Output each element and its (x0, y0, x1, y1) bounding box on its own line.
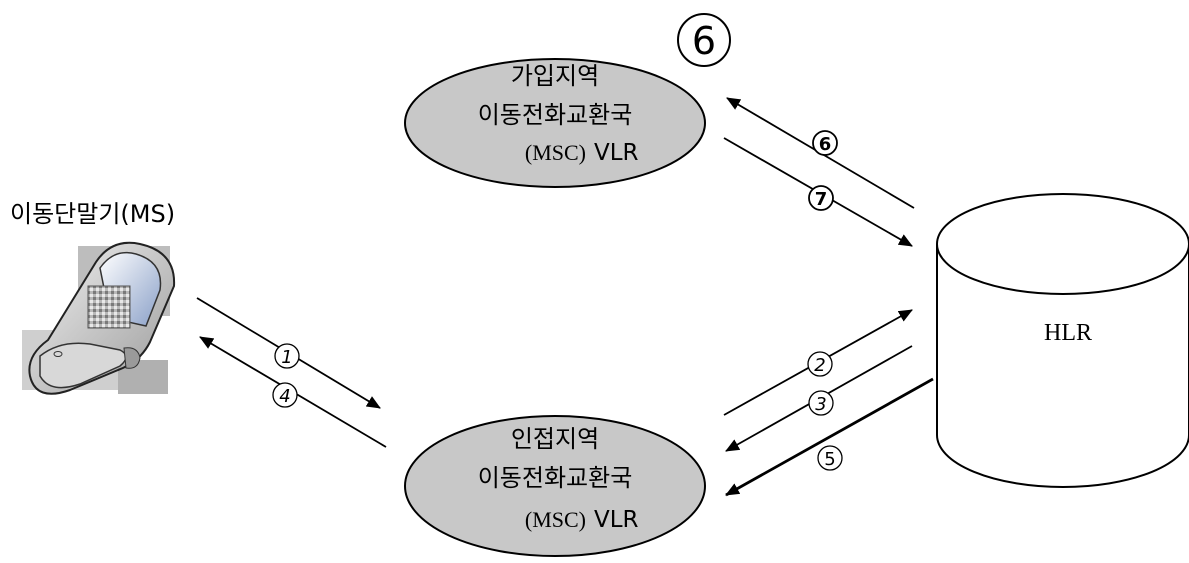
home-msc-node: 가입지역 이동전화교환국 (MSC) VLR (404, 58, 706, 188)
step-3-number: 3 (815, 394, 826, 415)
home-msc-line3-msc: (MSC) (525, 140, 586, 165)
visited-msc-node: 인접지역 이동전화교환국 (MSC) VLR (404, 415, 706, 557)
step-4-label: 4 (272, 382, 298, 408)
step-6-number: 6 (819, 134, 832, 155)
step-3-label: 3 (808, 390, 834, 416)
visited-msc-line1: 인접지역 (511, 425, 599, 453)
visited-msc-line3-msc: (MSC) (525, 507, 586, 532)
step-6-label: 6 (812, 130, 838, 156)
step-7-number: 7 (815, 189, 828, 210)
visited-msc-line3-vlr: VLR (594, 507, 639, 533)
step-2-label: 2 (807, 351, 833, 377)
step-4-number: 4 (279, 386, 290, 407)
step-5-label: 5 (817, 445, 843, 471)
home-msc-line3-vlr: VLR (594, 140, 639, 166)
step-1-label: 1 (274, 343, 300, 369)
step-7-label: 7 (808, 185, 834, 211)
home-msc-line2: 이동전화교환국 (478, 101, 633, 129)
home-msc-marker: 6 (677, 13, 731, 67)
home-msc-line1: 가입지역 (511, 62, 599, 90)
mobile-phone-image (22, 241, 176, 395)
hlr-label: HLR (1044, 320, 1092, 346)
home-msc-marker-number: 6 (692, 19, 716, 63)
step-5-number: 5 (824, 449, 835, 470)
mobile-station-label: 이동단말기(MS) (10, 200, 175, 228)
step-2-number: 2 (814, 355, 825, 376)
hlr-database: HLR (936, 193, 1189, 488)
visited-msc-line2: 이동전화교환국 (478, 464, 633, 492)
step-1-number: 1 (281, 347, 292, 368)
arrow-step-5 (725, 377, 934, 497)
